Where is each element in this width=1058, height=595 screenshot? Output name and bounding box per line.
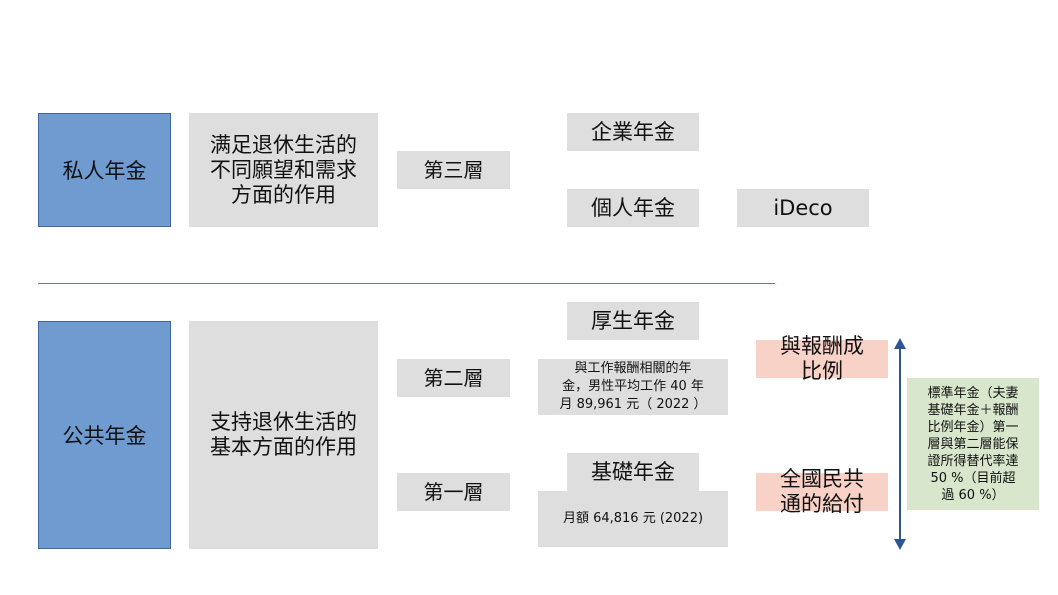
corporate-pension-box: 企業年金 [567, 113, 699, 151]
standard-pension-note: 標準年金（夫妻 基礎年金＋報酬 比例年金）第一 層與第二層能保 證所得替代率達 … [907, 378, 1039, 510]
basic-pension-desc: 月額 64,816 元 (2022) [538, 491, 728, 547]
private-pension-label: 私人年金 [62, 159, 147, 183]
reward-proportional-label: 與報酬成 比例 [756, 334, 888, 383]
private-pension-category: 私人年金 [38, 113, 171, 227]
public-purpose-box: 支持退休生活的 基本方面的作用 [189, 321, 378, 549]
double-arrow-icon [894, 338, 906, 550]
employee-pension-box: 厚生年金 [567, 302, 699, 340]
layer-one-box: 第一層 [397, 473, 510, 511]
layer-three-box: 第三層 [397, 151, 510, 189]
layer-two-box: 第二層 [397, 359, 510, 397]
personal-pension-box: 個人年金 [567, 189, 699, 227]
universal-benefit-label: 全國民共 通的給付 [756, 467, 888, 516]
public-pension-label: 公共年金 [62, 424, 147, 448]
ideco-box: iDeco [737, 189, 869, 227]
basic-pension-box: 基礎年金 [567, 453, 699, 491]
public-pension-category: 公共年金 [38, 321, 171, 549]
employee-pension-desc: 與工作報酬相關的年 金，男性平均工作 40 年 月 89,961 元（ 2022… [538, 359, 728, 415]
private-purpose-box: 满足退休生活的 不同願望和需求 方面的作用 [189, 113, 378, 227]
section-divider [38, 283, 775, 284]
